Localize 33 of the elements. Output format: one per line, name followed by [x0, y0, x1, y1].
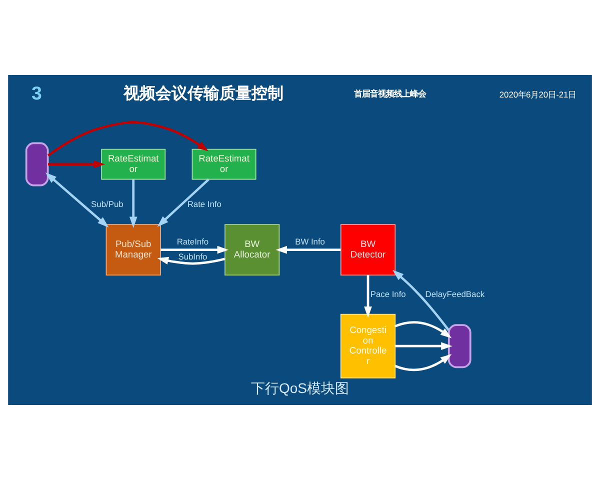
arrow [157, 256, 226, 265]
edge-label: BW Info [295, 236, 326, 246]
diagram-title: 视频会议传输质量控制 [124, 85, 284, 102]
edge-label: Pace Info [370, 288, 406, 299]
edge-label: DelayFeedBack [425, 288, 485, 299]
edge-label: RateInfo [176, 236, 209, 246]
node-box: BW Detector [340, 224, 396, 276]
node-box: Congesti on Controlle r [340, 314, 396, 378]
arrow [157, 178, 210, 227]
node-phone [25, 142, 49, 186]
label: 2020年6月20日-21日 [499, 90, 576, 100]
node-box: RateEstimat or [192, 148, 256, 180]
arrow [392, 270, 450, 331]
node-box: RateEstimat or [101, 148, 166, 180]
label: 3 [31, 82, 42, 104]
arrow [160, 246, 229, 254]
arrow [276, 246, 341, 254]
arrow [48, 160, 105, 168]
arrow [395, 342, 452, 350]
edge-label: Rate Info [187, 199, 222, 209]
arrow [394, 321, 452, 338]
node-phone [448, 324, 472, 368]
arrow [394, 354, 452, 372]
edge-label: Sub/Pub [91, 199, 124, 209]
arrow [364, 275, 372, 318]
node-box: Pub/Sub Manager [106, 224, 161, 276]
caption: 下行QoS模块图 [250, 380, 350, 396]
node-box: BW Allocator [224, 224, 280, 276]
label: 首届音视频线上峰会 [354, 88, 426, 99]
arrow [45, 172, 109, 228]
edge-label: SubInfo [178, 251, 208, 262]
arrow [47, 121, 208, 157]
arrow [129, 179, 138, 228]
